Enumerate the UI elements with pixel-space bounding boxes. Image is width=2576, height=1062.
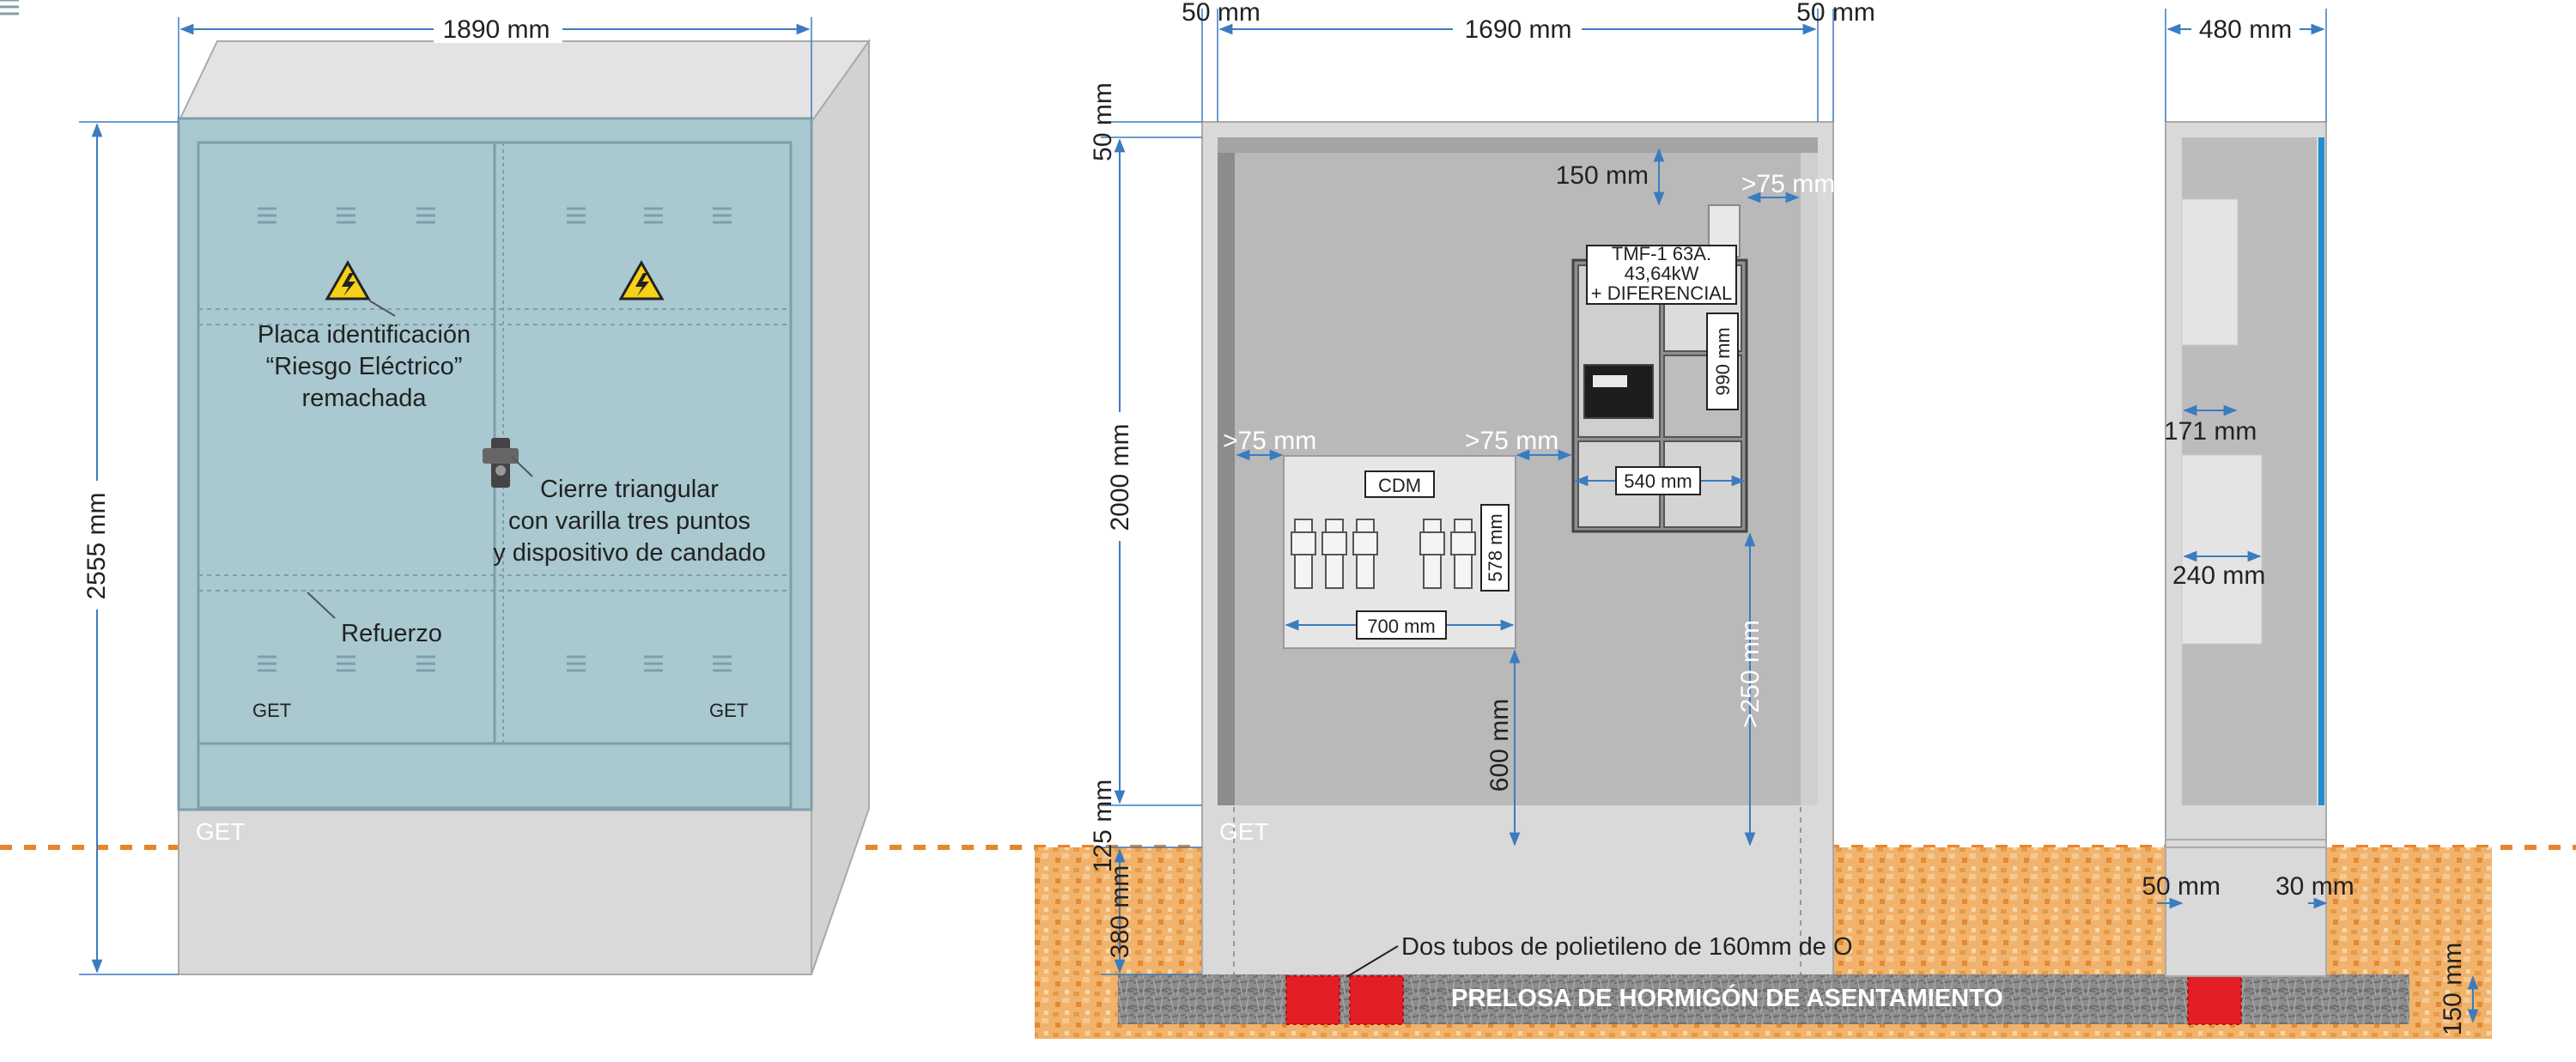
tubes-leader <box>1346 945 1399 978</box>
meter-right-gap-label: >75 mm <box>1741 170 1835 198</box>
slab-label: PRELOSA DE HORMIGÓN DE ASENTAMIENTO <box>1451 983 2003 1012</box>
cdm-width-label: 700 mm <box>1367 616 1435 637</box>
cdm-height-label: 578 mm <box>1485 513 1506 581</box>
side-view: 480 mm 171 mm 240 mm 50 mm 30 mm 150 mm <box>2142 9 2479 1035</box>
tubes-label: Dos tubos de polietileno de 160mm de O <box>1401 933 1853 961</box>
top-wall-label: 50 mm <box>1089 82 1117 161</box>
plate-leader <box>368 300 396 317</box>
hazard-icon-right <box>618 259 665 300</box>
cabinet-plinth <box>178 806 812 975</box>
side-lower-box <box>2181 454 2263 645</box>
plate-label-line1: Placa identificación <box>258 321 471 349</box>
hazard-icon-left <box>325 259 371 300</box>
cdm-right-gap-label: >75 mm <box>1465 427 1558 455</box>
conduit-tube-2 <box>1349 975 1404 1025</box>
meter-height-label: 990 mm <box>1712 327 1734 395</box>
front-height-label: 2555 mm <box>82 492 111 599</box>
cdm-left-gap-label: >75 mm <box>1223 427 1316 455</box>
left-wall-label: 50 mm <box>1182 0 1261 27</box>
inner-height-label: 2000 mm <box>1106 423 1134 531</box>
door-mark-right: GET <box>709 700 748 721</box>
door-mark-left: GET <box>252 700 291 721</box>
front-view: Placa identificación “Riesgo Eléctrico” … <box>0 0 871 975</box>
cdm-label: CDM <box>1378 475 1421 496</box>
tmf-label-line1: TMF-1 63A. <box>1612 243 1711 264</box>
side-slab-label: 150 mm <box>2439 943 2467 1035</box>
lock-leader <box>511 456 533 477</box>
brand-section: GET <box>1219 818 1269 845</box>
side-depth-label: 480 mm <box>2199 15 2292 44</box>
meter-width-label: 540 mm <box>1624 470 1692 492</box>
lock-mechanism-icon <box>483 438 519 488</box>
inner-width-label: 1690 mm <box>1464 15 1571 44</box>
buried-label: 380 mm <box>1106 865 1134 958</box>
lock-label-line1: Cierre triangular <box>540 476 719 503</box>
lock-label-line3: y dispositivo de candado <box>493 539 766 567</box>
conduit-tube-3 <box>2187 975 2242 1025</box>
front-width-label: 1890 mm <box>442 15 550 44</box>
brand-front: GET <box>196 818 246 845</box>
cabinet-side-face <box>811 38 870 975</box>
side-right-wall-label: 30 mm <box>2275 872 2354 901</box>
plate-label-line2: “Riesgo Eléctrico” <box>266 353 463 380</box>
reinforcement-label: Refuerzo <box>341 620 442 647</box>
plate-label-line3: remachada <box>301 385 427 412</box>
right-wall-label: 50 mm <box>1796 0 1875 27</box>
cabinet-top-face <box>177 40 871 123</box>
conduit-tube-1 <box>1285 975 1340 1025</box>
upper-box-label: 171 mm <box>2164 417 2257 446</box>
side-left-wall-label: 50 mm <box>2142 872 2221 901</box>
tmf-label-line3: + DIFERENCIAL <box>1591 282 1732 304</box>
side-upper-box <box>2181 198 2239 346</box>
meter-floor-gap-label: >250 mm <box>1736 620 1765 728</box>
lock-label-line2: con varilla tres puntos <box>508 507 750 535</box>
energy-meter-display <box>1583 364 1654 419</box>
tmf-label-line2: 43,64kW <box>1625 263 1699 284</box>
ventilation-grilles <box>0 0 733 672</box>
reinforcement-leader <box>307 592 336 619</box>
lower-box-label: 240 mm <box>2172 561 2265 590</box>
cdm-floor-gap-label: 600 mm <box>1485 699 1514 792</box>
base-label: 125 mm <box>1089 780 1117 872</box>
meter-top-gap-label: 150 mm <box>1556 161 1649 190</box>
side-door-edge <box>2318 137 2324 805</box>
